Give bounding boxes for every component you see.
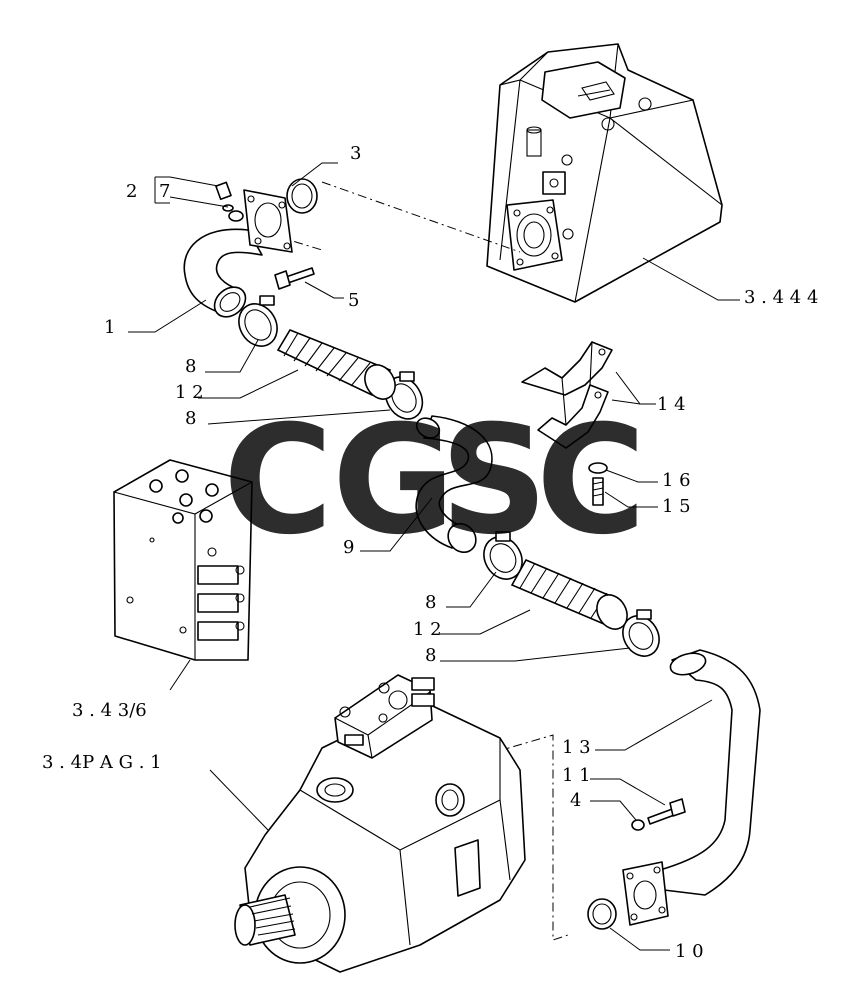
label-ref-436: 3 . 4 3/6 [72, 700, 147, 721]
bellows-hose-upper [276, 329, 396, 400]
suction-elbow-upper [183, 189, 293, 318]
label-13: 1 3 [562, 737, 591, 758]
clamp-1 [238, 295, 278, 347]
label-2: 2 [126, 181, 137, 202]
label-12-first: 1 2 [175, 382, 204, 403]
callout-labels: 2 7 3 1 5 8 1 2 8 3 . 4 4 4 1 4 1 6 1 5 … [42, 143, 818, 962]
label-8-first: 8 [185, 356, 196, 377]
watermark-letter-1: C [223, 394, 333, 568]
hydraulic-tank [486, 43, 723, 303]
label-ref-444: 3 . 4 4 4 [744, 287, 818, 308]
hydraulic-pump [234, 674, 526, 973]
watermark-letter-2: G [332, 394, 455, 568]
clamp-4 [622, 609, 660, 657]
cgsc-watermark: C G S C [223, 394, 646, 568]
label-9: 9 [343, 537, 354, 558]
o-ring-lower [587, 898, 617, 930]
centerline-tank [321, 181, 521, 253]
screw-upper [274, 267, 315, 290]
centerline-pump [494, 734, 569, 941]
label-16: 1 6 [662, 470, 691, 491]
s-pipe [415, 415, 493, 554]
valve-block [113, 459, 253, 661]
label-8-second: 8 [185, 408, 196, 429]
suction-pipe-lower [622, 649, 761, 926]
support-bracket [521, 341, 613, 449]
watermark-letter-3: S [440, 394, 548, 568]
clamp-3 [483, 531, 523, 580]
label-ref-pag: 3 . 4P A G . 1 [42, 752, 162, 773]
label-14: 1 4 [657, 394, 686, 415]
label-3: 3 [350, 143, 361, 164]
bellows-hose-lower [510, 558, 628, 630]
leader-lines [128, 162, 740, 951]
label-4: 4 [570, 790, 581, 811]
label-5: 5 [348, 290, 359, 311]
screw-lower [631, 798, 686, 831]
label-7: 7 [159, 181, 170, 202]
label-11: 1 1 [562, 765, 591, 786]
watermark-letter-4: C [536, 394, 646, 568]
bolt-and-washer-bracket [588, 462, 608, 506]
label-10: 1 0 [675, 941, 704, 962]
o-ring-upper [286, 178, 318, 214]
label-8-fourth: 8 [425, 645, 436, 666]
label-8-third: 8 [425, 592, 436, 613]
label-1: 1 [104, 317, 115, 338]
label-15: 1 5 [662, 496, 691, 517]
label-12-second: 1 2 [413, 619, 442, 640]
